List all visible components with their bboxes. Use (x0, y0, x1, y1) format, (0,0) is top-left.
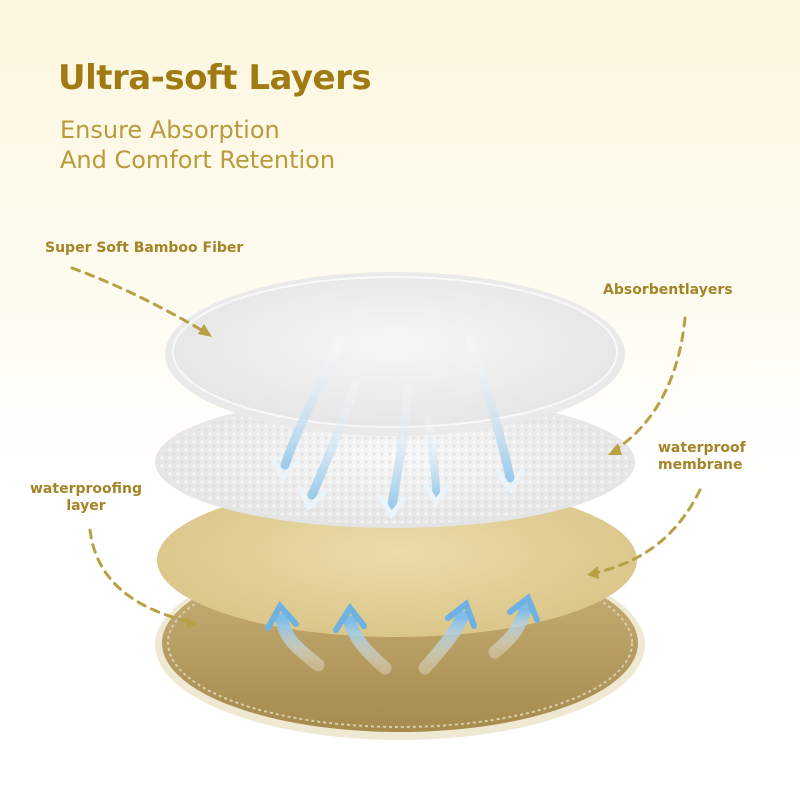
label-waterproofing-layer: waterproofing layer (30, 481, 142, 515)
label-membrane-line-1: waterproof (658, 440, 746, 456)
callout-absorbent-arrow (613, 316, 687, 452)
label-waterproofing-line-2: layer (66, 498, 106, 514)
curved-up-arrow-icon (265, 593, 540, 675)
callout-membrane-arrow (593, 488, 702, 575)
label-bamboo-fiber: Super Soft Bamboo Fiber (45, 240, 244, 256)
label-waterproofing-line-1: waterproofing (30, 481, 142, 497)
label-waterproof-membrane: waterproof membrane (658, 440, 746, 474)
label-membrane-line-2: membrane (658, 457, 743, 473)
label-absorbent-layers: Absorbentlayers (603, 282, 733, 298)
page-title: Ultra-soft Layers (58, 58, 372, 98)
waterproof-membrane-layer (157, 483, 637, 637)
subtitle-line-2: And Comfort Retention (60, 146, 336, 174)
bamboo-fiber-top-layer (165, 272, 625, 436)
curved-down-arrow-icon (269, 335, 525, 520)
callout-waterproofing-arrow (88, 528, 192, 624)
callout-bamboo-arrow (70, 266, 207, 334)
callout-arrows (70, 266, 702, 624)
callout-arrowheads (186, 324, 622, 629)
subtitle-line-1: Ensure Absorption (60, 116, 280, 144)
